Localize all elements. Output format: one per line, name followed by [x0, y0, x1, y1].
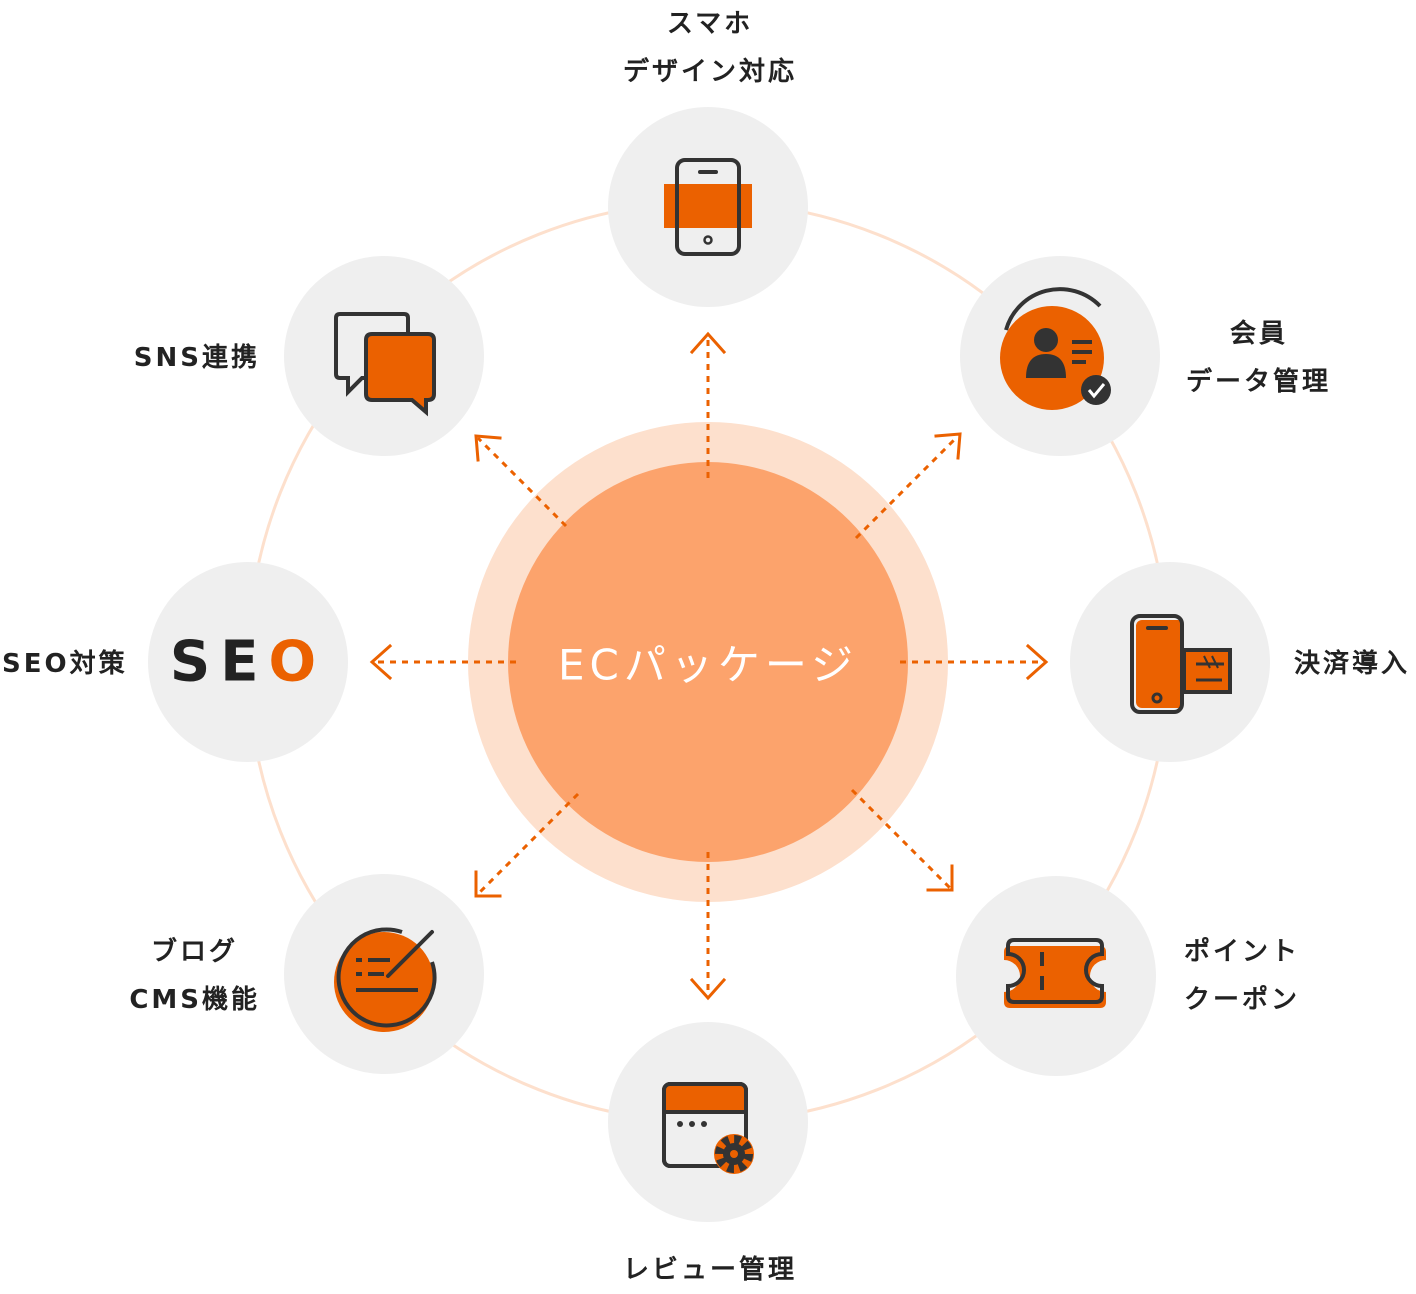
seo-text-highlight: O — [268, 629, 327, 695]
label-review-line1: レビュー管理 — [622, 1255, 798, 1285]
payment-card-icon — [1130, 614, 1232, 714]
chat-bubbles-icon — [334, 312, 436, 417]
label-blog: ブログ CMS機能 — [129, 928, 260, 1024]
label-smartphone-line2: デザイン対応 — [622, 57, 798, 87]
label-point-line1: ポイント — [1184, 937, 1301, 967]
member-card-icon — [1000, 287, 1111, 410]
label-sns: SNS連携 — [134, 334, 260, 382]
label-smartphone-line1: スマホ — [666, 9, 754, 39]
seo-text-icon: SEO — [170, 630, 326, 695]
label-smartphone: スマホ デザイン対応 — [623, 0, 797, 96]
label-point-line2: クーポン — [1184, 985, 1301, 1015]
label-seo: SEO対策 — [2, 640, 128, 688]
label-member-line2: データ管理 — [1186, 367, 1332, 397]
center-label: ECパッケージ — [557, 640, 859, 690]
node-review — [608, 1022, 808, 1222]
arrows — [374, 334, 1044, 996]
seo-text-main: SE — [169, 629, 269, 695]
label-member: 会員 データ管理 — [1186, 310, 1331, 406]
browser-gear-icon — [662, 1082, 754, 1174]
arrowhead-down — [689, 977, 727, 1001]
label-member-line1: 会員 — [1230, 319, 1289, 349]
arrow-up-left — [476, 436, 568, 528]
label-blog-line2: CMS機能 — [129, 985, 260, 1015]
arrowhead-down-right — [926, 864, 954, 892]
arrowheads — [369, 331, 1049, 1001]
arrowhead-up — [689, 331, 727, 355]
arrowhead-up-right — [934, 432, 962, 460]
label-point: ポイント クーポン — [1184, 928, 1300, 1024]
arrowhead-left — [369, 643, 393, 681]
label-payment-line1: 決済導入 — [1294, 649, 1411, 679]
center-hub — [508, 462, 908, 862]
arrowhead-up-left — [474, 434, 502, 462]
ticket-icon — [1004, 938, 1106, 1008]
label-review: レビュー管理 — [623, 1246, 797, 1294]
blog-edit-icon — [334, 927, 437, 1032]
label-blog-line1: ブログ — [150, 937, 238, 967]
node-seo — [148, 562, 348, 762]
smartphone-icon — [664, 158, 752, 256]
arrowhead-right — [1025, 643, 1049, 681]
label-seo-line1: SEO対策 — [2, 649, 128, 679]
arrowhead-down-left — [474, 870, 502, 898]
label-payment: 決済導入 — [1294, 640, 1410, 688]
label-sns-line1: SNS連携 — [133, 343, 260, 373]
